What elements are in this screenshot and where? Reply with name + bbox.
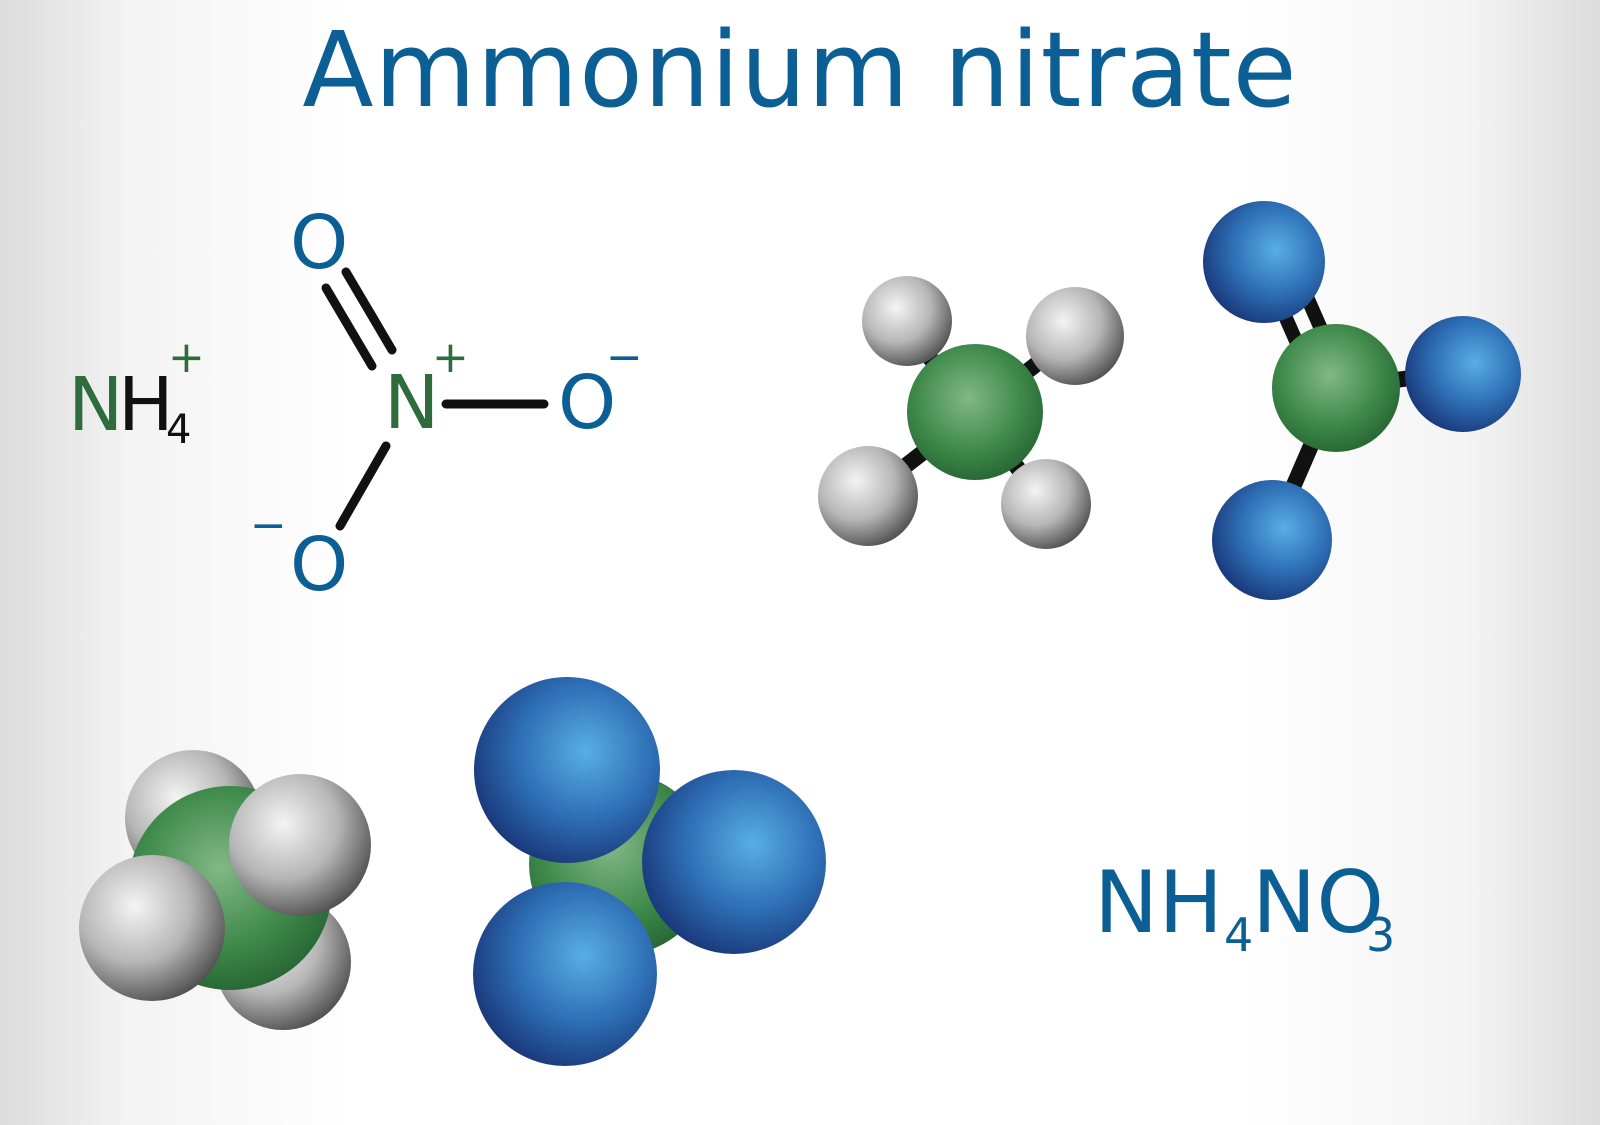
- nitrogen-atom: [907, 344, 1043, 480]
- hydrogen-atom: [818, 446, 918, 546]
- page-title: Ammonium nitrate: [302, 9, 1298, 131]
- nitrogen-label: N: [384, 360, 440, 446]
- oxygen-atom: [1405, 316, 1521, 432]
- nitrate-space-filling-model: [473, 677, 826, 1066]
- ammonium-n: N: [68, 362, 124, 448]
- hydrogen-atom: [862, 276, 952, 366]
- nitrate-ball-and-stick-model: [1203, 201, 1521, 600]
- ammonium-subscript: 4: [166, 407, 192, 453]
- oxygen-bottom-label: O: [290, 522, 349, 608]
- double-bond-line-2: [341, 267, 397, 355]
- oxygen-atom: [1203, 201, 1325, 323]
- formula-h-subscript: 4: [1224, 908, 1254, 962]
- double-bond-line-1: [321, 283, 377, 371]
- nitrogen-atom: [1272, 324, 1400, 452]
- oxygen-atom: [642, 770, 826, 954]
- formula-no: NO: [1252, 853, 1385, 953]
- single-bond-bottom: [335, 441, 391, 531]
- ammonium-h: H: [118, 362, 174, 448]
- oxygen-right-charge: −: [606, 332, 643, 383]
- oxygen-atom: [1212, 480, 1332, 600]
- oxygen-atom: [473, 882, 657, 1066]
- ammonium-ball-and-stick-model: [818, 276, 1124, 549]
- hydrogen-atom: [1001, 459, 1091, 549]
- formula-o-subscript: 3: [1366, 908, 1396, 962]
- ammonium-charge: +: [168, 332, 205, 383]
- hydrogen-atom: [1026, 287, 1124, 385]
- oxygen-atom: [474, 677, 660, 863]
- nitrogen-charge: +: [432, 332, 469, 383]
- oxygen-bottom-charge: −: [250, 500, 287, 551]
- oxygen-right-label: O: [558, 360, 617, 446]
- oxygen-top-label: O: [290, 200, 349, 286]
- hydrogen-atom: [79, 855, 225, 1001]
- ammonium-space-filling-model: [79, 750, 371, 1030]
- hydrogen-atom: [229, 774, 371, 916]
- formula-nh: NH: [1094, 853, 1223, 953]
